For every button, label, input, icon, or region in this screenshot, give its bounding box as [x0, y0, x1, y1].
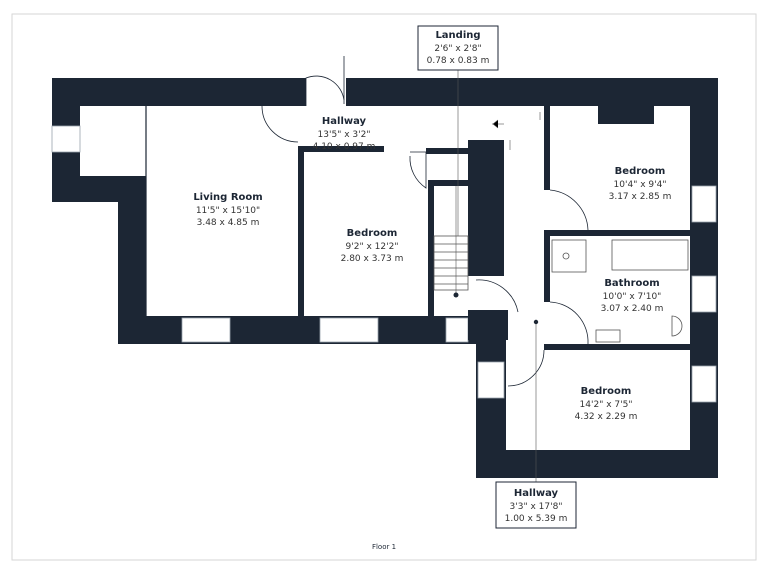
- toilet-icon: [671, 315, 683, 337]
- callout-hallway-bottom: Hallway 3'3" x 17'8" 1.00 x 5.39 m: [495, 481, 577, 529]
- room-metric: 3.17 x 2.85 m: [609, 192, 672, 202]
- door-small: [409, 151, 427, 189]
- room-metric: 4.32 x 2.29 m: [575, 412, 638, 422]
- stairs: [433, 186, 469, 298]
- doors: [261, 56, 589, 387]
- window-bedroom-bottom: [319, 317, 379, 343]
- room-imperial: 2'6" x 2'8": [434, 44, 481, 54]
- room-living-room: Living Room 11'5" x 15'10" 3.48 x 4.85 m: [193, 192, 262, 228]
- door-bathroom: [549, 301, 589, 345]
- window-stair-bottom: [445, 317, 469, 343]
- room-imperial: 14'2" x 7'5": [580, 400, 633, 410]
- room-metric: 1.00 x 5.39 m: [505, 514, 568, 524]
- sink-icon: [595, 329, 621, 343]
- room-name: Bedroom: [615, 166, 666, 177]
- room-name: Hallway: [322, 116, 367, 127]
- room-metric: 2.80 x 3.73 m: [341, 254, 404, 264]
- window-left: [51, 125, 81, 153]
- interior-walls: [145, 106, 690, 350]
- room-name: Bedroom: [347, 228, 398, 239]
- room-imperial: 3'3" x 17'8": [510, 502, 563, 512]
- window-bedroom2-right: [691, 365, 717, 403]
- room-name: Living Room: [193, 192, 262, 203]
- dimension-lines: [457, 70, 541, 482]
- window-living-bottom: [181, 317, 231, 343]
- room-name: Hallway: [514, 488, 559, 499]
- room-name: Landing: [435, 30, 480, 41]
- room-metric: 4.10 x 0.97 m: [313, 142, 376, 152]
- door-hallway-left: [261, 105, 299, 143]
- callout-landing: Landing 2'6" x 2'8" 0.78 x 0.83 m: [417, 25, 499, 71]
- bathtub-icon: [611, 239, 689, 271]
- door-hallway-lower: [507, 349, 545, 387]
- door-bedroom-right: [549, 189, 589, 231]
- room-imperial: 9'2" x 12'2": [346, 242, 399, 252]
- shower-icon: [551, 239, 587, 273]
- room-metric: 0.78 x 0.83 m: [427, 56, 490, 66]
- door-stair: [475, 279, 519, 313]
- room-bedroom-top-right: Bedroom 10'4" x 9'4" 3.17 x 2.85 m: [609, 166, 672, 202]
- page-frame: [11, 13, 757, 561]
- room-imperial: 13'5" x 3'2": [318, 130, 371, 140]
- room-metric: 3.48 x 4.85 m: [197, 218, 260, 228]
- floor-label: Floor 1: [372, 543, 396, 551]
- room-name: Bedroom: [581, 386, 632, 397]
- window-hallway-left: [477, 361, 505, 399]
- room-name: Bathroom: [604, 278, 659, 289]
- room-bedroom-bottom-right: Bedroom 14'2" x 7'5" 4.32 x 2.29 m: [575, 386, 638, 422]
- windows: [51, 125, 717, 403]
- window-bedroom-right: [691, 185, 717, 223]
- room-bedroom-middle: Bedroom 9'2" x 12'2" 2.80 x 3.73 m: [341, 228, 404, 264]
- room-imperial: 11'5" x 15'10": [196, 206, 260, 216]
- room-bathroom: Bathroom 10'0" x 7'10" 3.07 x 2.40 m: [601, 278, 664, 314]
- room-hallway-top: Hallway 13'5" x 3'2" 4.10 x 0.97 m: [313, 116, 376, 152]
- room-imperial: 10'4" x 9'4": [614, 180, 667, 190]
- room-imperial: 10'0" x 7'10": [603, 292, 662, 302]
- room-metric: 3.07 x 2.40 m: [601, 304, 664, 314]
- bathroom-fixtures: [551, 239, 689, 343]
- door-landing: [305, 75, 345, 106]
- window-bathroom-right: [691, 275, 717, 313]
